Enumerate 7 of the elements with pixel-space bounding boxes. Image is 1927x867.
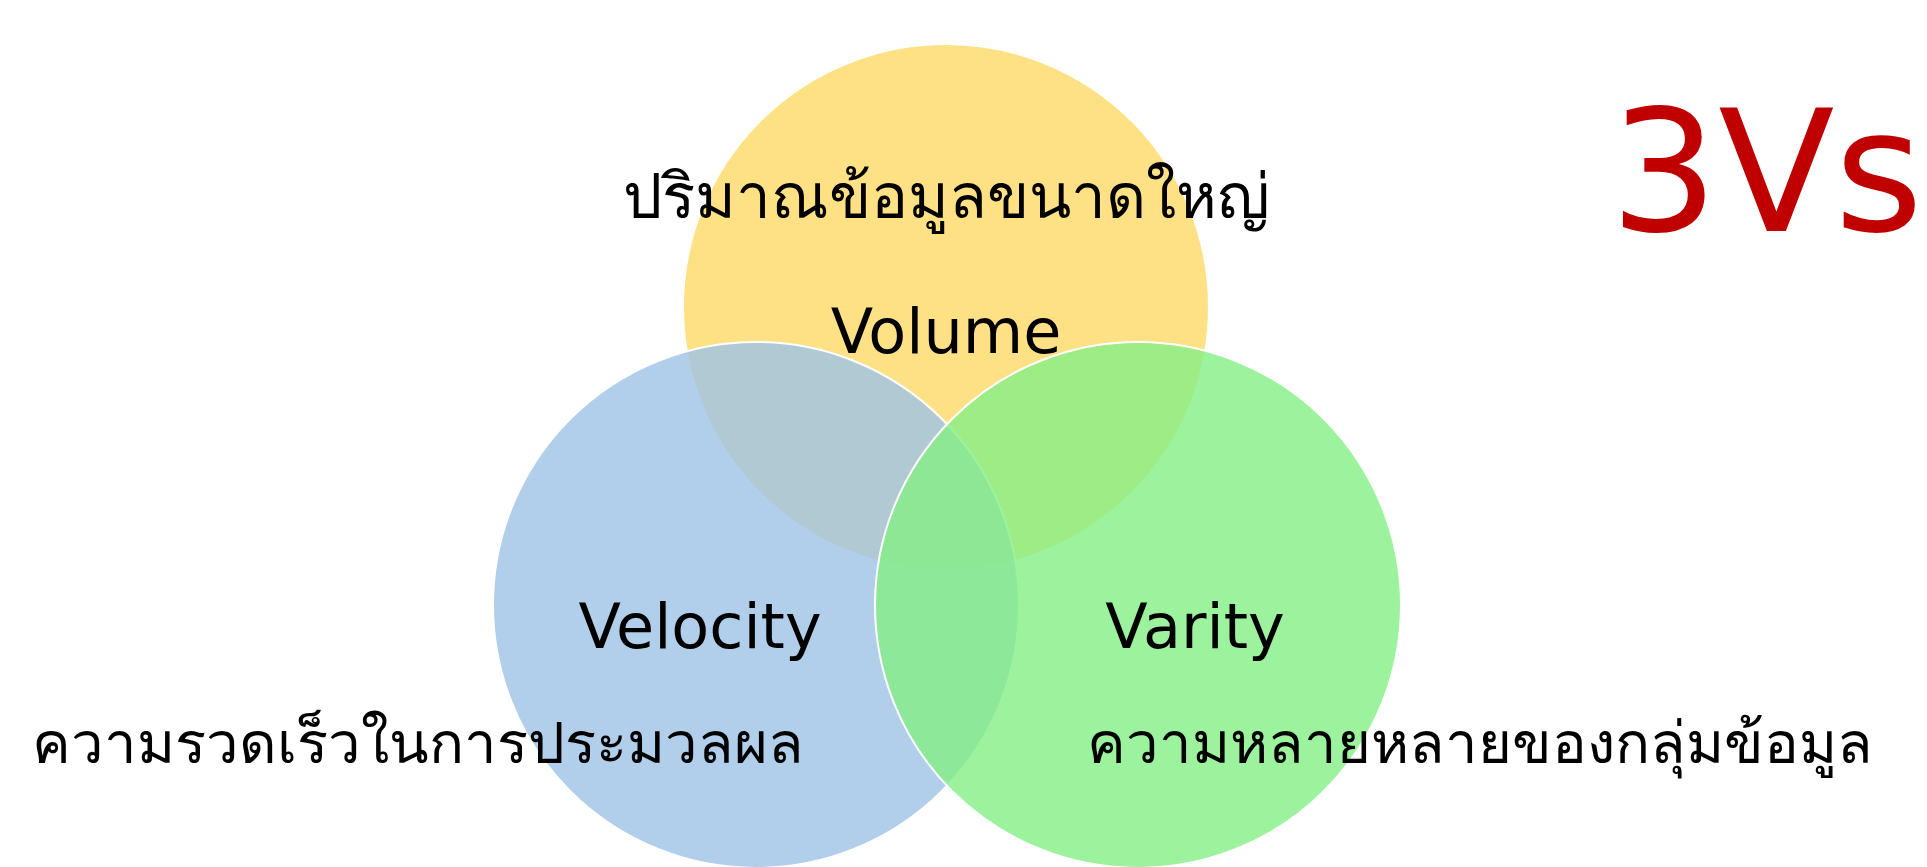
circle-label: ปริมาณข้อมูลขนาดใหญ่ — [622, 159, 1270, 235]
circle-label: ความหลายหลายของกลุ่มข้อมูล — [1087, 709, 1873, 779]
circle-label: Velocity — [578, 589, 822, 665]
circle-label: Volume — [830, 294, 1062, 370]
circle-label: ความรวดเร็วในการประมวลผล — [32, 709, 804, 779]
circle-label: Varity — [1105, 589, 1285, 665]
title: 3Vs — [1610, 72, 1924, 273]
